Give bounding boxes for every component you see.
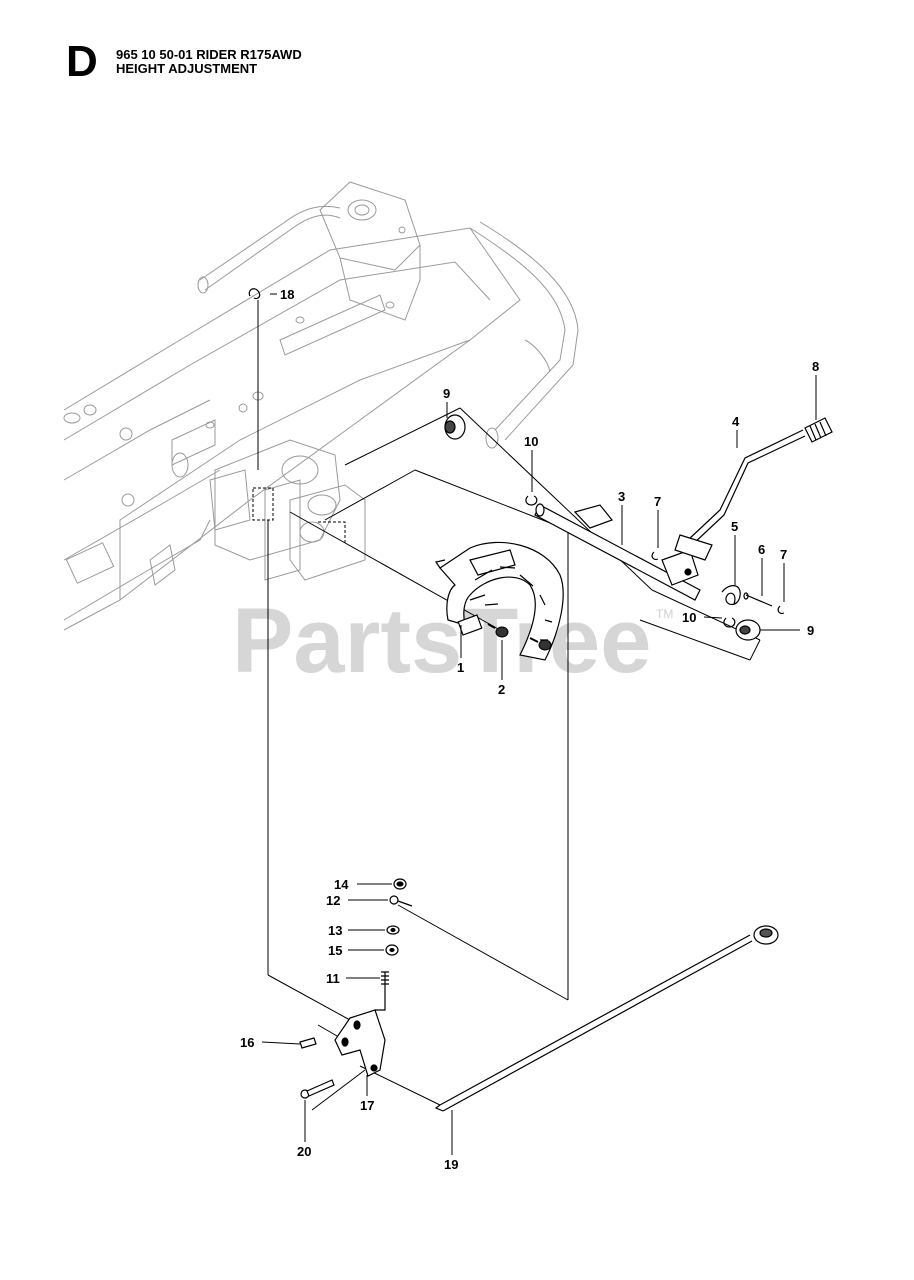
callout-6: 6 — [758, 542, 765, 557]
watermark-tm: TM — [656, 607, 673, 621]
callout-1: 1 — [457, 660, 464, 675]
callout-labels: 18 9 10 3 7 4 8 5 6 7 10 9 1 2 14 12 13 … — [240, 287, 819, 1172]
part-20-pin — [300, 1079, 335, 1099]
callout-4: 4 — [732, 414, 740, 429]
leader-lines — [257, 300, 761, 1111]
part-5-spring — [721, 585, 741, 606]
callout-13: 13 — [328, 923, 342, 938]
callout-14: 14 — [334, 877, 349, 892]
part-9-bushings — [444, 414, 761, 641]
callout-3: 3 — [618, 489, 625, 504]
callout-7-right: 7 — [780, 547, 787, 562]
callout-10-top: 10 — [524, 434, 538, 449]
section-title: HEIGHT ADJUSTMENT — [116, 61, 258, 76]
callout-9-top: 9 — [443, 386, 450, 401]
part-18-clip — [248, 288, 261, 300]
section-letter: D — [66, 37, 98, 86]
part-11-threaded-rod — [375, 971, 389, 1011]
part-13-washer — [386, 925, 400, 935]
callout-11: 11 — [326, 971, 340, 986]
part-12-bolt — [389, 895, 413, 907]
part-17-bracket — [334, 1009, 386, 1077]
title-block: 965 10 50-01 RIDER R175AWD HEIGHT ADJUST… — [116, 48, 302, 76]
callout-leaders — [261, 293, 817, 1155]
callout-8: 8 — [812, 359, 819, 374]
part-1-adjustment-plate — [435, 541, 564, 661]
callout-2: 2 — [498, 682, 505, 697]
part-6-pin — [743, 592, 773, 607]
part-14-nut — [393, 878, 407, 890]
part-15-nut — [385, 944, 399, 956]
part-19-rod — [434, 925, 779, 1112]
callout-16: 16 — [240, 1035, 254, 1050]
part-3-shaft — [534, 503, 701, 601]
frame-assembly-dashes — [252, 487, 346, 545]
model-line: 965 10 50-01 RIDER R175AWD — [116, 47, 302, 62]
callout-18: 18 — [280, 287, 294, 302]
part-8-grip — [804, 417, 833, 443]
callout-20: 20 — [297, 1144, 311, 1159]
watermark-text: PartsTree — [232, 590, 651, 692]
callout-10-bottom: 10 — [682, 610, 696, 625]
chassis-frame — [63, 181, 579, 631]
part-4-lever — [674, 429, 806, 561]
part-7-clips — [651, 551, 785, 615]
callout-12: 12 — [326, 893, 340, 908]
callout-7-left: 7 — [654, 494, 661, 509]
callout-5: 5 — [731, 519, 738, 534]
part-16-pin — [299, 1037, 317, 1049]
callout-9-bottom: 9 — [807, 623, 814, 638]
part-10-clips — [525, 495, 736, 628]
part-2-bolts — [487, 623, 552, 651]
callout-19: 19 — [444, 1157, 458, 1172]
callout-15: 15 — [328, 943, 342, 958]
callout-17: 17 — [360, 1098, 374, 1113]
